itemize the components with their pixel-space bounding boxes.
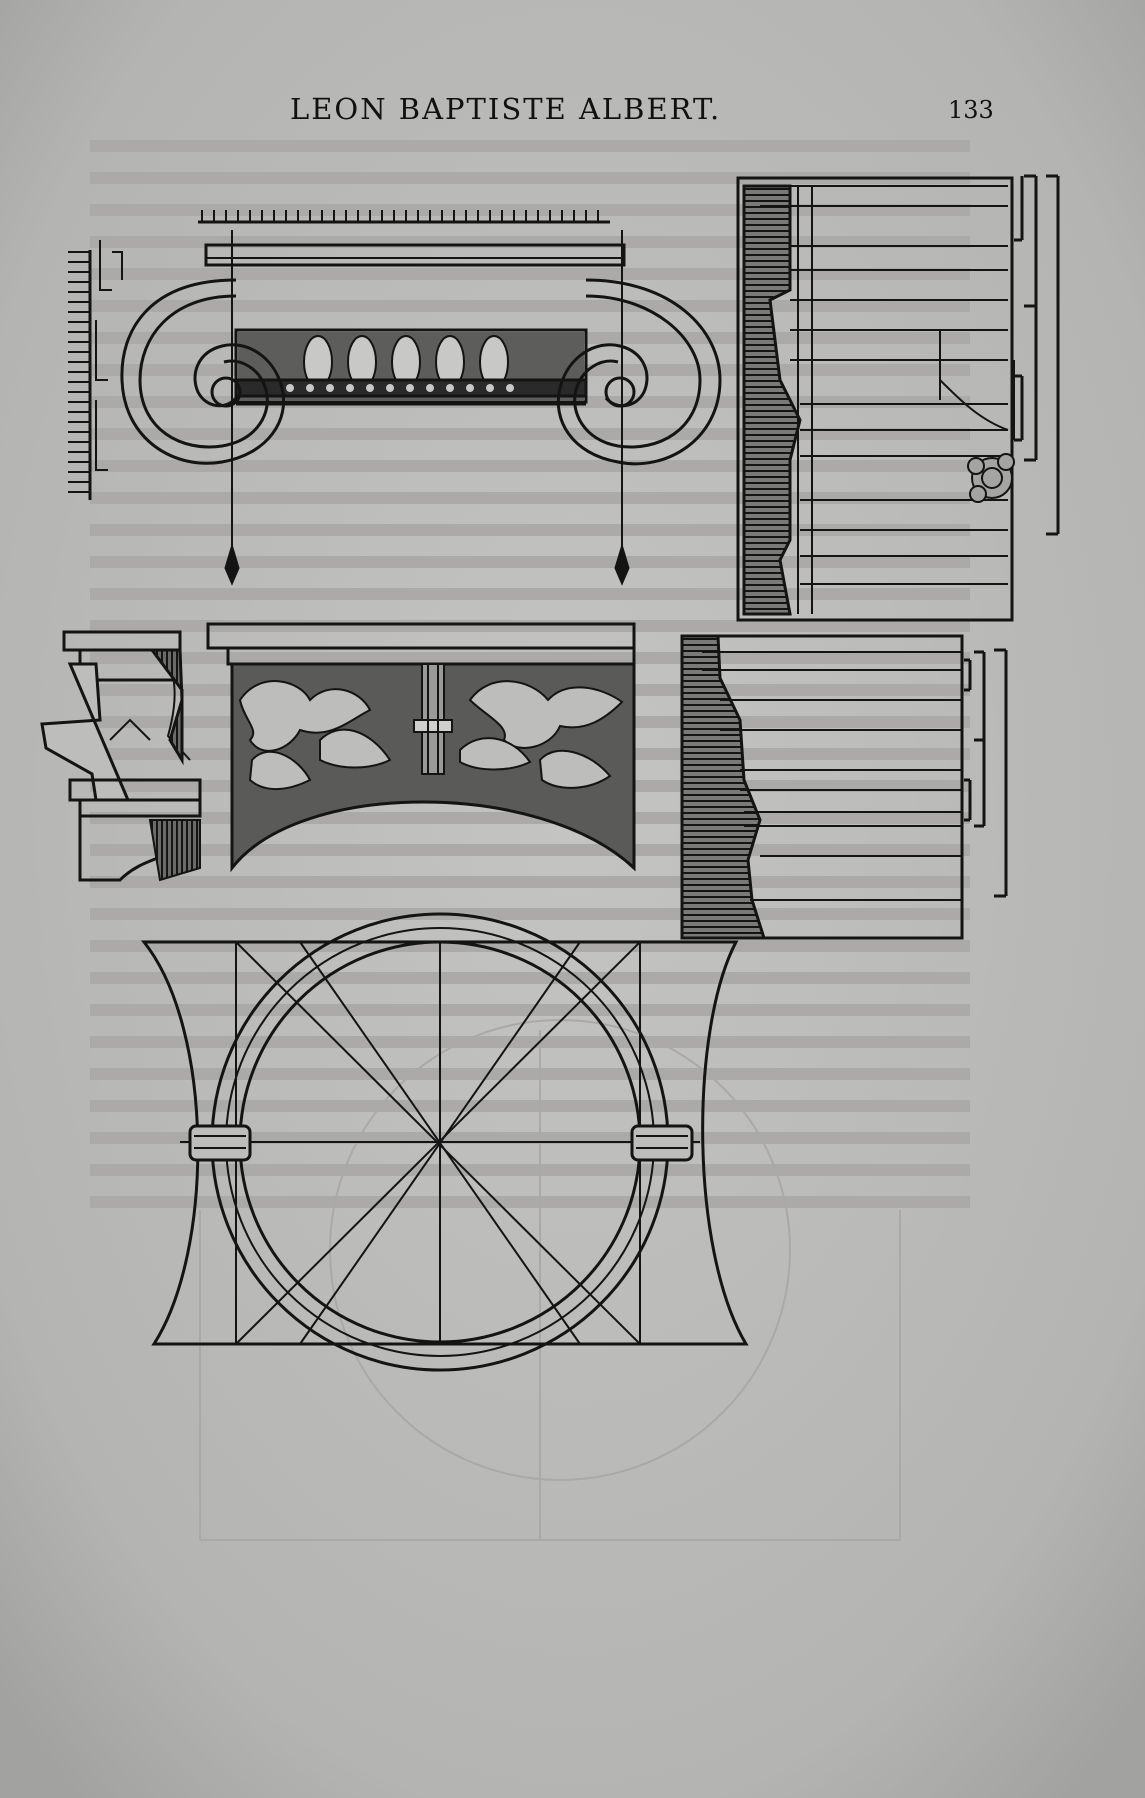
acanthus-leaves-ornament [238,680,624,791]
capital-profile-figure [40,630,202,882]
ionic-capital-elevation-figure [68,210,722,586]
rosette-ornament [967,453,1015,503]
molding-profile-figure [680,634,1008,940]
bolster-band [188,1124,694,1162]
running-header: LEON BAPTISTE ALBERT. 133 [0,92,1145,132]
molding-profile-figure [736,174,1060,622]
running-title: LEON BAPTISTE ALBERT. [290,92,722,126]
capital-plan-figure [140,912,749,1372]
page-number: 133 [948,96,994,124]
corinthian-capital-figure [206,622,636,873]
